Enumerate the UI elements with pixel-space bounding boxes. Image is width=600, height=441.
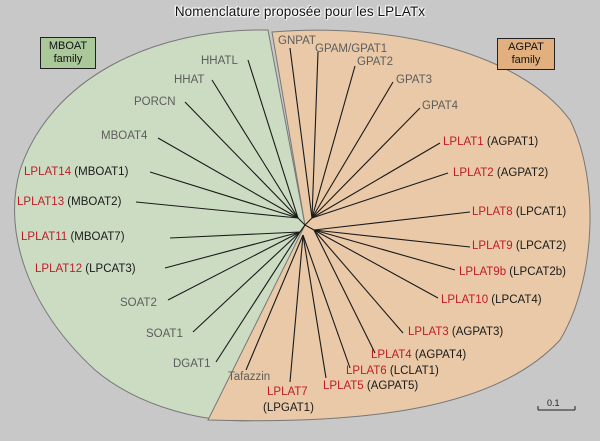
leaf-lplat4-name: LPLAT4 — [371, 349, 412, 361]
leaf-mboat4: MBOAT4 — [101, 130, 148, 142]
leaf-lplat2-alias: (AGPAT2) — [493, 167, 549, 179]
leaf-lplat10-alias: (LPCAT4) — [488, 294, 542, 306]
mboat-family-line1: MBOAT — [48, 40, 88, 52]
tree-branches — [135, 47, 471, 383]
leaf-lplat5: LPLAT5 (AGPAT5) — [323, 380, 418, 393]
leaf-gpat3: GPAT3 — [396, 74, 432, 86]
mboat-family-region — [14, 29, 306, 422]
mboat-family-line2: family — [53, 53, 83, 65]
leaf-porcn: PORCN — [134, 96, 176, 108]
leaf-lplat3-name: LPLAT3 — [408, 326, 449, 338]
leaf-lplat1-alias: (AGPAT1) — [483, 136, 539, 148]
leaf-soat1: SOAT1 — [146, 328, 183, 340]
leaf-tafazzin: Tafazzin — [228, 371, 271, 383]
mboat-family-label: MBOAT family — [40, 37, 96, 69]
leaf-lplat9b-name: LPLAT9b — [459, 266, 507, 278]
leaf-lplat7: LPLAT7 (LPGAT1) — [263, 386, 314, 415]
agpat-family-line2: family — [511, 54, 541, 66]
leaf-lplat10-name: LPLAT10 — [441, 294, 489, 306]
leaf-lplat6-alias: (LCLAT1) — [386, 365, 439, 377]
leaf-lplat2-name: LPLAT2 — [453, 167, 494, 179]
agpat-family-label: AGPAT family — [497, 38, 555, 70]
agpat-family-region — [207, 29, 591, 422]
leaf-lplat6-name: LPLAT6 — [346, 365, 387, 377]
leaf-lplat14-name: LPLAT14 — [24, 166, 72, 178]
leaf-lplat12: LPLAT12 (LPCAT3) — [35, 263, 136, 276]
leaf-lplat14-alias: (MBOAT1) — [71, 166, 129, 178]
leaf-lplat9b: LPLAT9b (LPCAT2b) — [459, 266, 566, 279]
leaf-lplat13: LPLAT13 (MBOAT2) — [17, 196, 121, 209]
leaf-lplat11: LPLAT11 (MBOAT7) — [21, 231, 125, 244]
leaf-lplat4: LPLAT4 (AGPAT4) — [371, 349, 466, 362]
leaf-soat2: SOAT2 — [120, 297, 157, 309]
leaf-lplat5-alias: (AGPAT5) — [363, 380, 419, 392]
leaf-lplat11-alias: (MBOAT7) — [67, 231, 125, 243]
leaf-lplat9: LPLAT9 (LPCAT2) — [472, 240, 566, 253]
leaf-lplat7-alias: (LPGAT1) — [263, 402, 314, 414]
scale-bar-label: 0.1 — [547, 398, 560, 408]
leaf-lplat3: LPLAT3 (AGPAT3) — [408, 326, 503, 339]
leaf-lplat8-alias: (LPCAT1) — [512, 206, 567, 218]
leaf-lplat13-name: LPLAT13 — [17, 196, 65, 208]
leaf-lplat4-alias: (AGPAT4) — [411, 349, 467, 361]
agpat-family-line1: AGPAT — [508, 41, 544, 53]
leaf-lplat11-name: LPLAT11 — [21, 231, 68, 243]
leaf-lplat8-name: LPLAT8 — [472, 206, 513, 218]
leaf-lplat9-alias: (LPCAT2) — [512, 240, 567, 252]
leaf-lplat12-alias: (LPCAT3) — [82, 263, 136, 275]
leaf-lplat10: LPLAT10 (LPCAT4) — [441, 294, 542, 307]
leaf-gpam-gpat1: GPAM/GPAT1 — [315, 43, 388, 55]
leaf-gnpat: GNPAT — [278, 35, 316, 47]
leaf-hhatl: HHATL — [201, 55, 238, 67]
leaf-lplat1-name: LPLAT1 — [443, 136, 484, 148]
leaf-gpat2: GPAT2 — [357, 56, 393, 68]
leaf-lplat8: LPLAT8 (LPCAT1) — [472, 206, 566, 219]
leaf-hhat: HHAT — [174, 74, 205, 86]
leaf-lplat9-name: LPLAT9 — [472, 240, 513, 252]
leaf-lplat2: LPLAT2 (AGPAT2) — [453, 167, 548, 180]
leaf-lplat7-name: LPLAT7 — [267, 386, 308, 398]
leaf-lplat9b-alias: (LPCAT2b) — [506, 266, 566, 278]
leaf-lplat6: LPLAT6 (LCLAT1) — [346, 365, 439, 378]
figure-title: Nomenclature proposée pour les LPLATx — [174, 4, 426, 19]
leaf-lplat12-name: LPLAT12 — [35, 263, 83, 275]
leaf-lplat3-alias: (AGPAT3) — [448, 326, 504, 338]
leaf-lplat5-name: LPLAT5 — [323, 380, 364, 392]
leaf-gpat4: GPAT4 — [422, 100, 458, 112]
leaf-lplat13-alias: (MBOAT2) — [64, 196, 122, 208]
leaf-dgat1: DGAT1 — [173, 358, 211, 370]
leaf-lplat14: LPLAT14 (MBOAT1) — [24, 166, 128, 179]
leaf-lplat1: LPLAT1 (AGPAT1) — [443, 136, 538, 149]
